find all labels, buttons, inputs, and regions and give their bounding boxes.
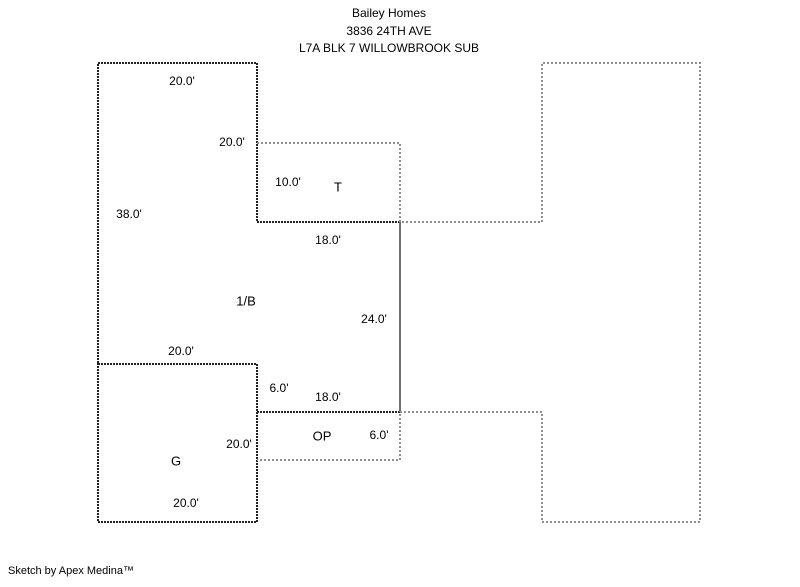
area-label-open-porch: OP [312, 428, 332, 444]
dim-label-garage-bottom: 20.0' [173, 496, 199, 510]
area-label-garage: G [170, 453, 182, 469]
main-dwelling-outline-lower [97, 63, 400, 413]
dim-label-porch-width: 18.0' [315, 390, 341, 404]
dim-label-west-height: 38.0' [116, 207, 142, 221]
legal-description: L7A BLK 7 WILLOWBROOK SUB [298, 41, 480, 55]
dim-label-top-width: 20.0' [169, 74, 195, 88]
area-label-main: 1/B [236, 293, 256, 309]
dim-label-east-upper: 20.0' [219, 135, 245, 149]
dim-label-porch-height: 6.0' [369, 428, 389, 442]
area-label-t: T [334, 179, 342, 195]
apex-credit: Sketch by Apex Medina™ [8, 565, 134, 577]
company-name: Bailey Homes [351, 6, 427, 20]
property-address: 3836 24TH AVE [346, 23, 432, 38]
dim-label-t-height: 10.0' [275, 175, 301, 189]
dim-label-east-mid: 24.0' [361, 312, 387, 326]
garage-outline [97, 363, 258, 523]
dim-label-garage-right: 20.0' [226, 437, 252, 451]
dim-label-garage-top: 20.0' [168, 344, 194, 358]
dim-label-east-lower: 6.0' [269, 381, 289, 395]
dim-label-t-width: 18.0' [315, 233, 341, 247]
sketch-header: Bailey Homes 3836 24TH AVE L7A BLK 7 WIL… [0, 5, 778, 58]
dashed-boundary-outline [257, 62, 701, 523]
